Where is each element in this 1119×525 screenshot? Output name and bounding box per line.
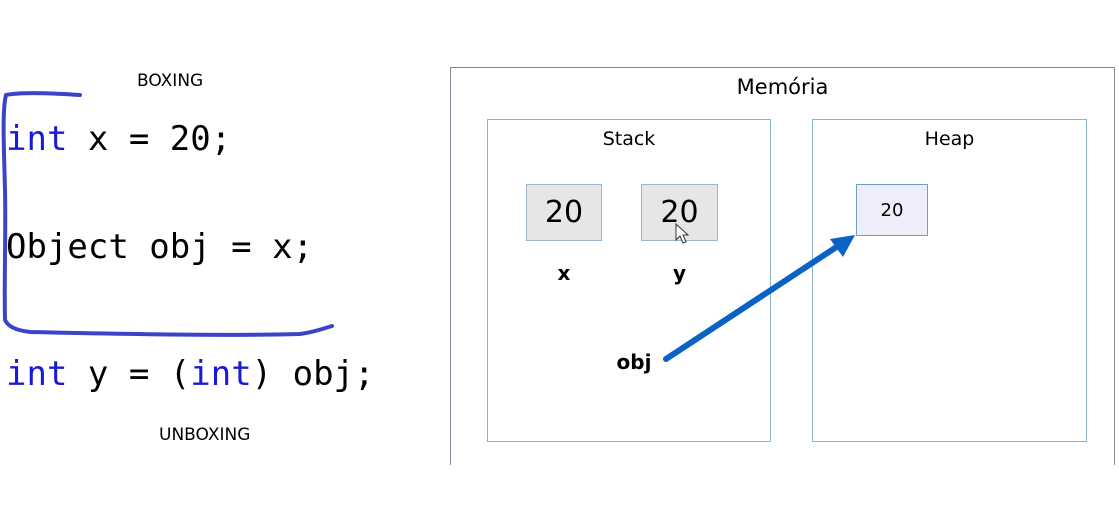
stack-title: Stack <box>602 128 656 150</box>
var-label-y: y <box>672 261 687 285</box>
var-label-x: x <box>557 261 571 285</box>
memory-title: Memória <box>736 75 829 99</box>
code-line-3-mid: y = ( <box>67 354 191 394</box>
boxing-label: BOXING <box>137 71 204 91</box>
heap-title: Heap <box>924 128 975 150</box>
code-line-1-rest: x = 20; <box>67 119 232 159</box>
code-line-1: int x = 20; <box>6 122 231 156</box>
code-line-3-rest: ) obj; <box>251 354 375 394</box>
unboxing-label: UNBOXING <box>159 425 251 445</box>
keyword-int: int <box>6 119 68 159</box>
reference-arrow-head <box>830 235 855 257</box>
memory-frame <box>450 67 1115 465</box>
code-line-3: int y = (int) obj; <box>6 357 375 391</box>
mouse-cursor-icon <box>675 222 690 244</box>
stack-cell-x: 20 <box>526 184 602 241</box>
reference-arrow <box>663 243 841 362</box>
heap-cell: 20 <box>856 184 928 236</box>
stack-region <box>487 119 771 442</box>
code-line-2: Object obj = x; <box>6 227 314 267</box>
keyword-int: int <box>6 354 68 394</box>
keyword-int-cast: int <box>190 354 252 394</box>
var-label-obj: obj <box>616 350 652 374</box>
heap-region <box>812 119 1087 442</box>
boxing-bracket <box>1 91 334 337</box>
